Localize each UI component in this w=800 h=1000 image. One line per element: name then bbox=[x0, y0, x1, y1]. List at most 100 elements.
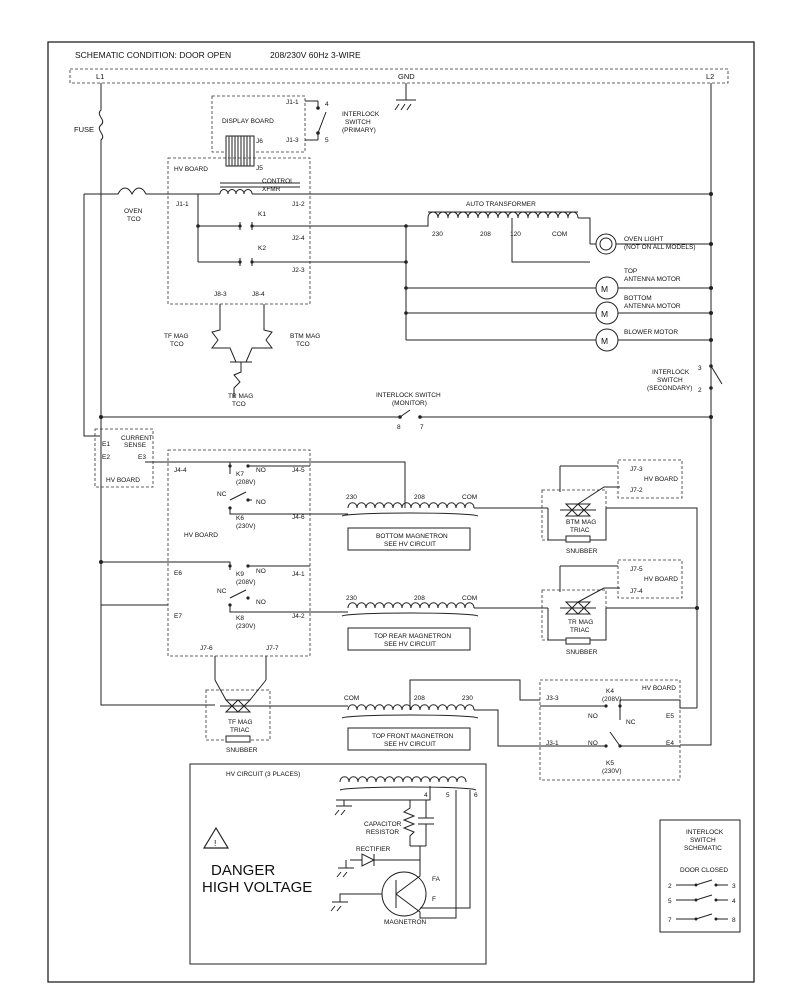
l1-line: FUSE bbox=[74, 83, 215, 706]
relay-k7: K7 bbox=[236, 471, 244, 478]
warning-icon bbox=[202, 826, 230, 849]
capacitor-label-1: CAPACITOR bbox=[364, 821, 402, 828]
front-mag-triac-1: TF MAG bbox=[228, 719, 253, 726]
relay-k6-v: (230V) bbox=[236, 523, 256, 530]
hv-board-k4-k5: HV BOARD J3-3 J3-1 K4 (208V) K5 (230V) N… bbox=[539, 679, 697, 781]
rear-mag-208: 208 bbox=[414, 595, 425, 602]
hvmid-j4-4: J4-4 bbox=[174, 467, 187, 474]
legend-pin-3: 3 bbox=[732, 883, 736, 890]
rear-hv-board: HV BOARD bbox=[644, 576, 678, 583]
hvtop-j8-3: J8-3 bbox=[214, 291, 227, 298]
k45-nc: NC bbox=[626, 719, 636, 726]
hv-board-mid-title: HV BOARD bbox=[184, 532, 218, 539]
relay-k9-v: (208V) bbox=[236, 579, 256, 586]
legend-pin-5: 5 bbox=[668, 898, 672, 905]
motors: M M M TOP ANTENNA MOTOR BOTTOM ANTENNA M… bbox=[404, 260, 713, 352]
hvmid-no-4: NO bbox=[256, 599, 266, 606]
hvmid-no-3: NO bbox=[256, 568, 266, 575]
top-rear-magnetron: 230 208 COM TOP REAR MAGNETRON SEE HV CI… bbox=[310, 559, 699, 656]
display-board-title: DISPLAY BOARD bbox=[222, 118, 274, 125]
hvtop-j2-4: J2-4 bbox=[292, 235, 305, 242]
magnetron-fa: FA bbox=[432, 876, 441, 883]
btm-j7-3: J7-3 bbox=[630, 466, 643, 473]
tr-mag-tco-1: TR MAG bbox=[228, 393, 253, 400]
relay-k8: K8 bbox=[236, 615, 244, 622]
control-xfmr-2: XFMR bbox=[262, 186, 281, 193]
interlock-monitor: INTERLOCK SWITCH (MONITOR) 8 7 bbox=[99, 392, 713, 431]
relay-k2: K2 bbox=[258, 245, 266, 252]
front-mag-triac-2: TRIAC bbox=[230, 727, 250, 734]
bottom-antenna-label-2: ANTENNA MOTOR bbox=[624, 303, 681, 310]
interlock-legend: INTERLOCK SWITCH SCHEMATIC DOOR CLOSED 2… bbox=[659, 819, 741, 933]
current-sense-board: CURRENT SENSE E1 E2 E3 HV BOARD bbox=[94, 428, 406, 508]
rear-mag-com: COM bbox=[462, 595, 477, 602]
oven-tco-1: OVEN bbox=[124, 208, 143, 215]
hv-board-k45-title: HV BOARD bbox=[642, 685, 676, 692]
display-j1-3: J1-3 bbox=[286, 137, 299, 144]
k45-j3-1: J3-1 bbox=[546, 740, 559, 747]
display-j6: J6 bbox=[256, 138, 263, 145]
top-antenna-label-1: TOP bbox=[624, 268, 637, 275]
rear-mag-snubber: SNUBBER bbox=[566, 649, 598, 656]
rear-mag-triac-2: TRIAC bbox=[570, 627, 590, 634]
monitor-pin-7: 7 bbox=[420, 424, 424, 431]
auto-xfmr-120: 120 bbox=[510, 231, 521, 238]
legend-door-closed: DOOR CLOSED bbox=[680, 867, 728, 874]
hv-pin-4: 4 bbox=[424, 792, 428, 799]
monitor-pin-8: 8 bbox=[397, 424, 401, 431]
oven-tco-2: TCO bbox=[127, 216, 141, 223]
magnetron-label: MAGNETRON bbox=[384, 919, 427, 926]
relay-k4: K4 bbox=[606, 688, 614, 695]
secondary-label-1: INTERLOCK bbox=[652, 369, 690, 376]
hv-pin-5: 5 bbox=[446, 792, 450, 799]
btm-mag-com: COM bbox=[462, 494, 477, 501]
capacitor-label-2: RESISTOR bbox=[366, 829, 399, 836]
oven-light-2: (NOT ON ALL MODELS) bbox=[624, 244, 696, 251]
interlock-secondary: 3 2 INTERLOCK SWITCH (SECONDARY) bbox=[647, 364, 723, 394]
mag-tcos: TF MAG TCO BTM MAG TCO TR MAG TCO bbox=[164, 304, 320, 408]
front-mag-230: 230 bbox=[462, 695, 473, 702]
relay-k5: K5 bbox=[606, 760, 614, 767]
hvtop-j2-3: J2-3 bbox=[292, 267, 305, 274]
gnd-label: GND bbox=[398, 72, 415, 81]
monitor-label-2: (MONITOR) bbox=[392, 400, 427, 407]
top-antenna-label-2: ANTENNA MOTOR bbox=[624, 276, 681, 283]
oven-light-1: OVEN LIGHT bbox=[624, 236, 663, 243]
auto-xfmr-title: AUTO TRANSFORMER bbox=[466, 201, 536, 208]
display-j1-1: J1-1 bbox=[286, 99, 299, 106]
bottom-magnetron: 230 208 COM BOTTOM MAGNETRON SEE HV CIRC… bbox=[310, 459, 698, 708]
hv-pin-6: 6 bbox=[474, 792, 478, 799]
primary-pin-5: 5 bbox=[325, 137, 329, 144]
legend-pin-2: 2 bbox=[668, 883, 672, 890]
legend-pin-7: 7 bbox=[668, 917, 672, 924]
l2-label: L2 bbox=[706, 72, 714, 81]
danger-label: DANGER bbox=[211, 862, 275, 879]
k45-e5: E5 bbox=[666, 713, 674, 720]
relay-k8-v: (230V) bbox=[236, 623, 256, 630]
supply-rating: 208/230V 60Hz 3-WIRE bbox=[270, 50, 361, 60]
rear-mag-box-2: SEE HV CIRCUIT bbox=[384, 641, 436, 648]
hvtop-j8-4: J8-4 bbox=[252, 291, 265, 298]
hvtop-j1-1: J1-1 bbox=[176, 201, 189, 208]
rear-mag-box-1: TOP REAR MAGNETRON bbox=[374, 633, 451, 640]
auto-xfmr-com: COM bbox=[552, 231, 567, 238]
blower-motor-m: M bbox=[601, 336, 608, 346]
display-j5: J5 bbox=[256, 165, 263, 172]
btm-mag-tco-1: BTM MAG bbox=[290, 333, 320, 340]
hvmid-j7-6: J7-6 bbox=[200, 645, 213, 652]
k45-j3-3: J3-3 bbox=[546, 695, 559, 702]
primary-pin-4: 4 bbox=[325, 101, 329, 108]
auto-xfmr-208: 208 bbox=[480, 231, 491, 238]
btm-mag-box-2: SEE HV CIRCUIT bbox=[384, 541, 436, 548]
rectifier-label: RECTIFIER bbox=[356, 846, 391, 853]
tf-mag-tco-2: TCO bbox=[170, 341, 184, 348]
current-sense-board-label: HV BOARD bbox=[106, 477, 140, 484]
high-voltage-label: HIGH VOLTAGE bbox=[202, 879, 312, 896]
hv-board-middle: HV BOARD J4-4 J4-5 J4-6 NO NO NC K7 (208… bbox=[99, 449, 311, 657]
front-mag-snubber: SNUBBER bbox=[226, 747, 258, 754]
fuse-label: FUSE bbox=[74, 125, 94, 134]
relay-k9: K9 bbox=[236, 571, 244, 578]
top-antenna-motor-m: M bbox=[601, 284, 608, 294]
display-board: DISPLAY BOARD J1-1 J1-3 J6 J5 4 5 INTERL… bbox=[211, 95, 380, 172]
auto-xfmr-230: 230 bbox=[432, 231, 443, 238]
